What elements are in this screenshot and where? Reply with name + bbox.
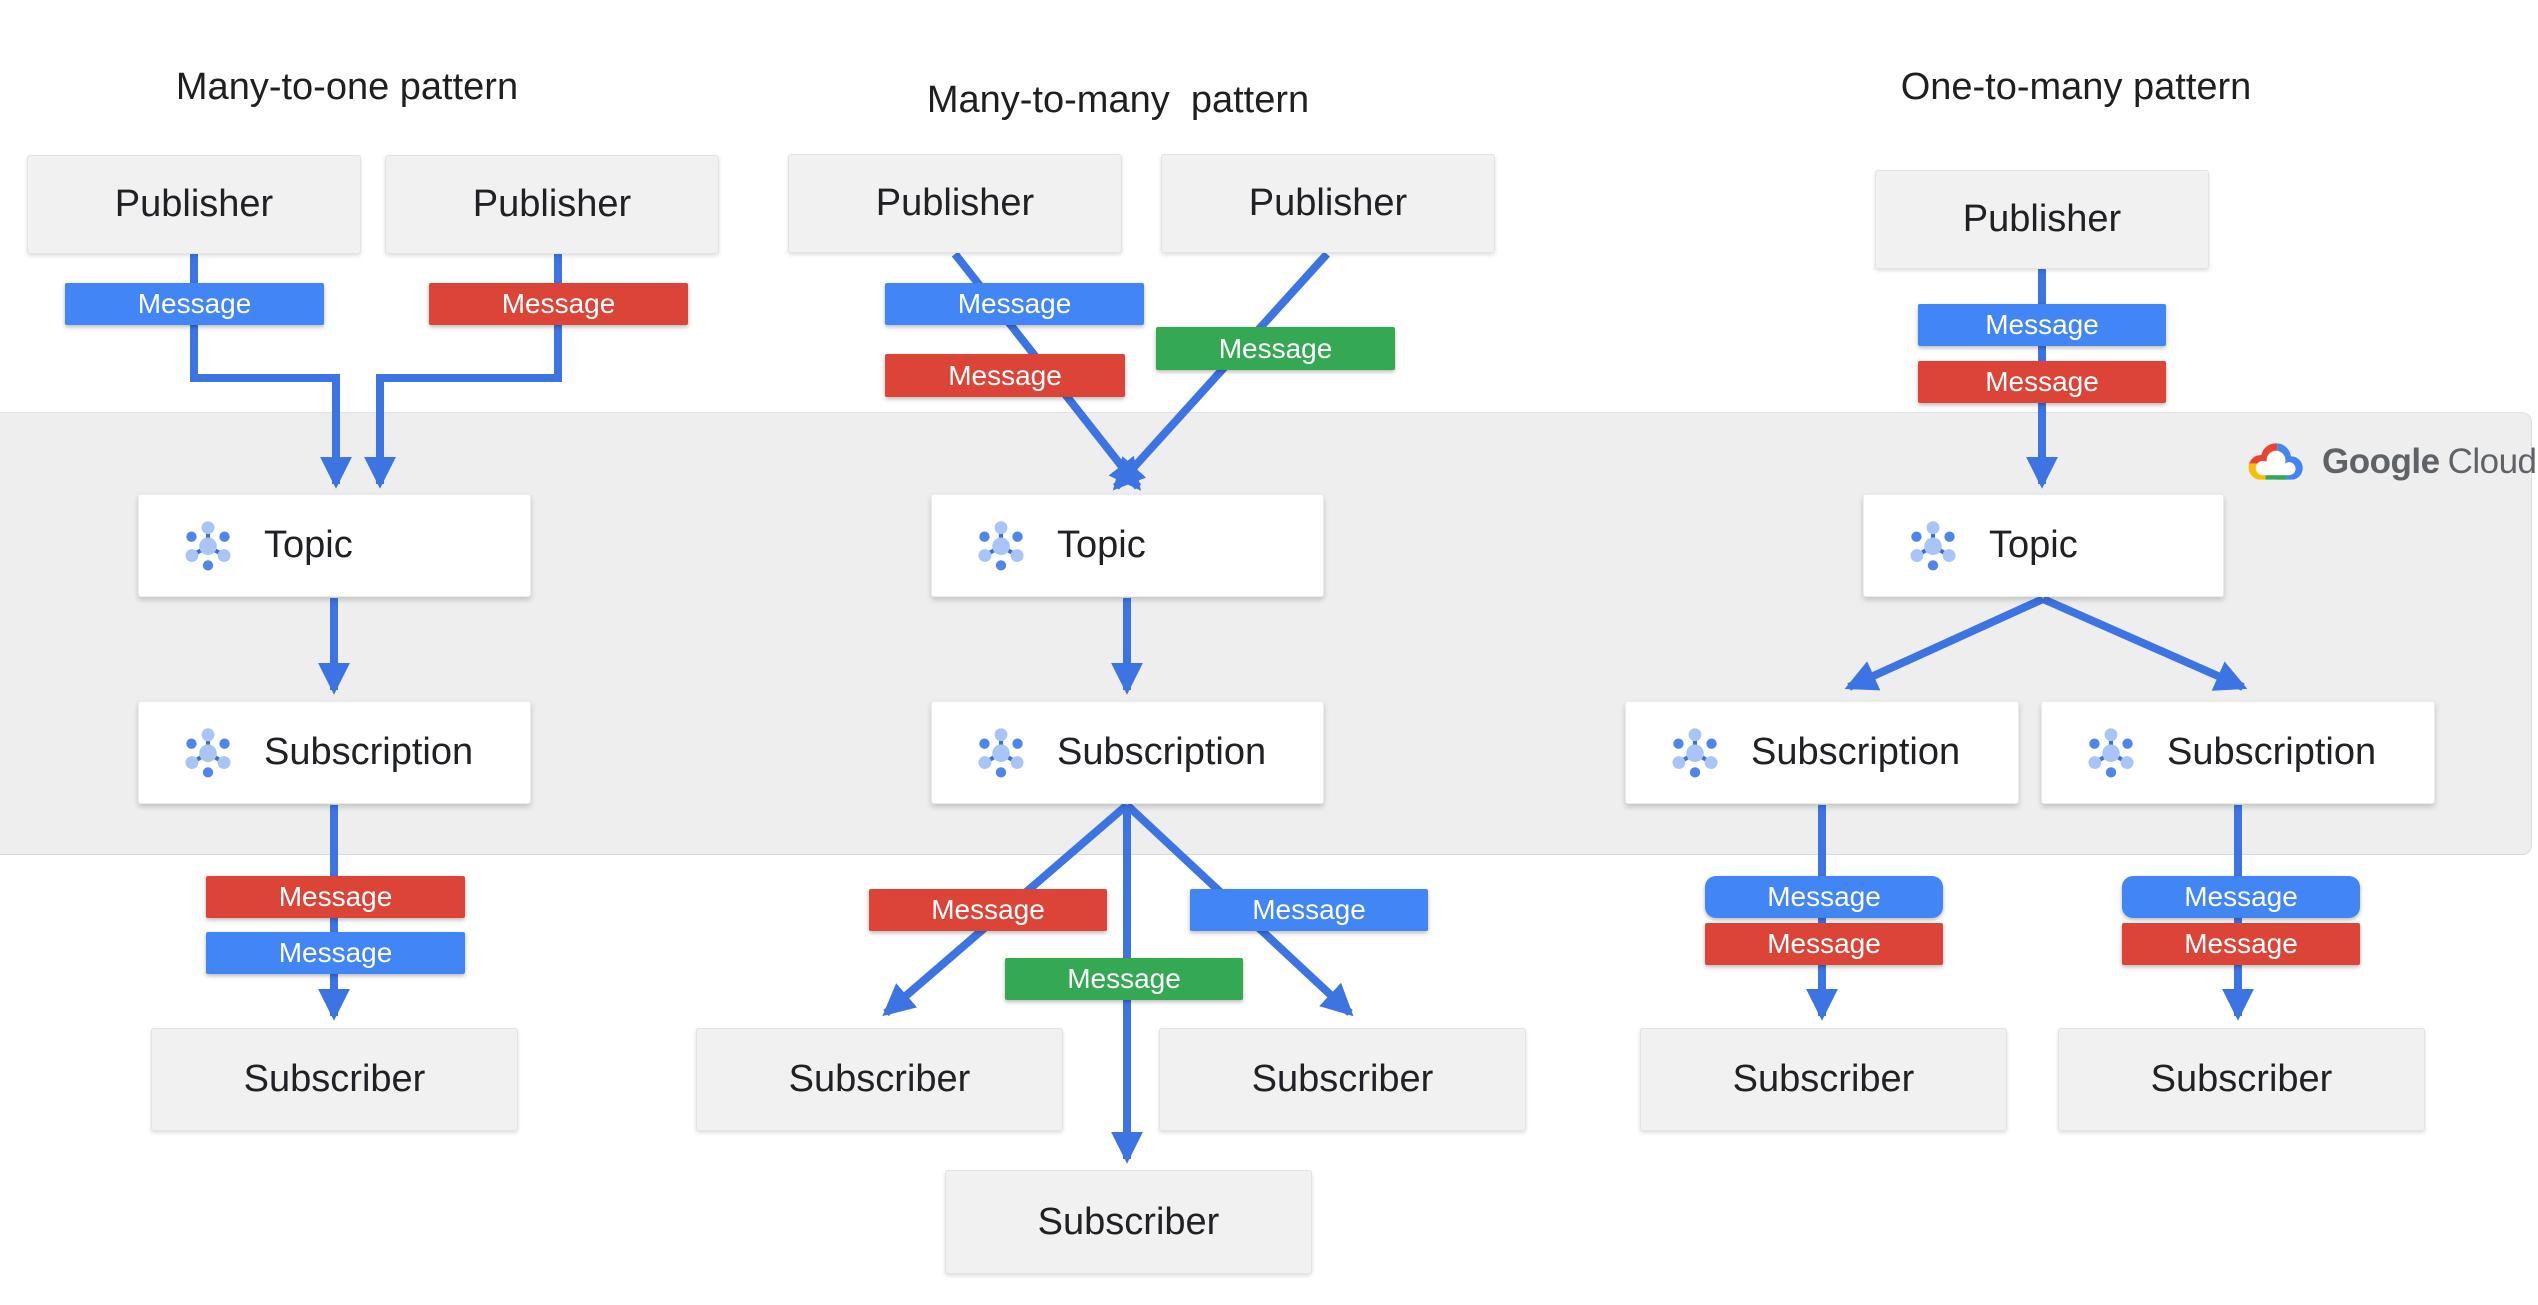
subscriber-label: Subscriber: [1251, 1058, 1434, 1100]
subscription-label: Subscription: [1751, 731, 1961, 773]
message-label: Message: [1767, 928, 1881, 959]
message-label: Message: [948, 359, 1062, 391]
google-cloud-icon: [2243, 438, 2309, 485]
pubsub-icon: [970, 722, 1032, 784]
message-badge: Message: [1156, 327, 1395, 370]
publisher-label: Publisher: [472, 183, 632, 225]
message-label: Message: [2184, 928, 2298, 959]
subscription-node: Subscription: [138, 701, 531, 804]
message-badge: Message: [885, 354, 1125, 397]
pubsub-icon: [2080, 722, 2142, 784]
subscriber-label: Subscriber: [1732, 1058, 1915, 1100]
publisher-label: Publisher: [1962, 198, 2122, 240]
message-badge: Message: [1190, 889, 1428, 931]
pattern-title-many-to-one: Many-to-one pattern: [175, 66, 519, 108]
subscriber-label: Subscriber: [788, 1058, 971, 1100]
message-label: Message: [957, 288, 1072, 319]
message-badge: Message: [1005, 958, 1243, 1000]
message-badge: Message: [2122, 923, 2360, 965]
subscriber-node: Subscriber: [151, 1028, 518, 1131]
pubsub-icon: [177, 515, 239, 577]
subscription-label: Subscription: [264, 731, 474, 773]
subscriber-node: Subscriber: [2058, 1028, 2425, 1131]
subscription-node: Subscription: [931, 701, 1324, 804]
pubsub-icon: [1664, 722, 1726, 784]
topic-node: Topic: [931, 494, 1324, 597]
message-badge: Message: [869, 889, 1107, 931]
topic-node: Topic: [1863, 494, 2224, 597]
message-label: Message: [1985, 366, 2099, 397]
message-badge: Message: [1918, 361, 2166, 403]
message-badge: Message: [429, 283, 688, 325]
message-label: Message: [1218, 332, 1333, 364]
subscriber-node: Subscriber: [696, 1028, 1063, 1131]
publisher-label: Publisher: [875, 182, 1035, 224]
publisher-node: Publisher: [1875, 170, 2209, 269]
subscription-label: Subscription: [2167, 731, 2377, 773]
subscriber-label: Subscriber: [1037, 1200, 1220, 1243]
message-label: Message: [501, 288, 616, 319]
pattern-title-one-to-many: One-to-many pattern: [1900, 66, 2252, 108]
message-badge: Message: [1918, 304, 2166, 346]
message-badge: Message: [1705, 876, 1943, 918]
subscriber-node: Subscriber: [1640, 1028, 2007, 1131]
subscriber-label: Subscriber: [243, 1058, 426, 1100]
subscription-node: Subscription: [1625, 701, 2019, 804]
message-label: Message: [137, 288, 252, 319]
message-badge: Message: [206, 932, 465, 974]
message-label: Message: [1767, 881, 1881, 912]
message-badge: Message: [1705, 923, 1943, 965]
message-badge: Message: [65, 283, 324, 325]
topic-label: Topic: [1989, 524, 2078, 566]
pubsub-icon: [177, 722, 239, 784]
topic-label: Topic: [1057, 524, 1146, 566]
subscription-label: Subscription: [1057, 731, 1267, 773]
cloud-text: Cloud: [2447, 441, 2537, 481]
subscriber-node: Subscriber: [945, 1170, 1312, 1274]
publisher-node: Publisher: [788, 154, 1122, 253]
publisher-node: Publisher: [27, 155, 361, 254]
message-badge: Message: [2122, 876, 2360, 918]
pubsub-icon: [970, 515, 1032, 577]
google-text: Google: [2322, 441, 2440, 481]
message-label: Message: [1067, 963, 1181, 994]
publisher-node: Publisher: [1161, 154, 1495, 253]
message-label: Message: [1985, 309, 2099, 340]
publisher-label: Publisher: [114, 183, 274, 225]
subscriber-label: Subscriber: [2150, 1058, 2333, 1100]
topic-node: Topic: [138, 494, 531, 597]
subscriber-node: Subscriber: [1159, 1028, 1526, 1131]
publisher-label: Publisher: [1248, 182, 1408, 224]
message-badge: Message: [885, 283, 1144, 325]
message-badge: Message: [206, 876, 465, 918]
topic-label: Topic: [264, 524, 353, 566]
message-label: Message: [1252, 894, 1366, 925]
pubsub-icon: [1902, 515, 1964, 577]
message-label: Message: [931, 894, 1045, 925]
message-label: Message: [278, 881, 393, 912]
pattern-title-many-to-many: Many-to-many pattern: [926, 79, 1310, 121]
subscription-node: Subscription: [2041, 701, 2435, 804]
publisher-node: Publisher: [385, 155, 719, 254]
message-label: Message: [2184, 881, 2298, 912]
message-label: Message: [278, 937, 393, 968]
